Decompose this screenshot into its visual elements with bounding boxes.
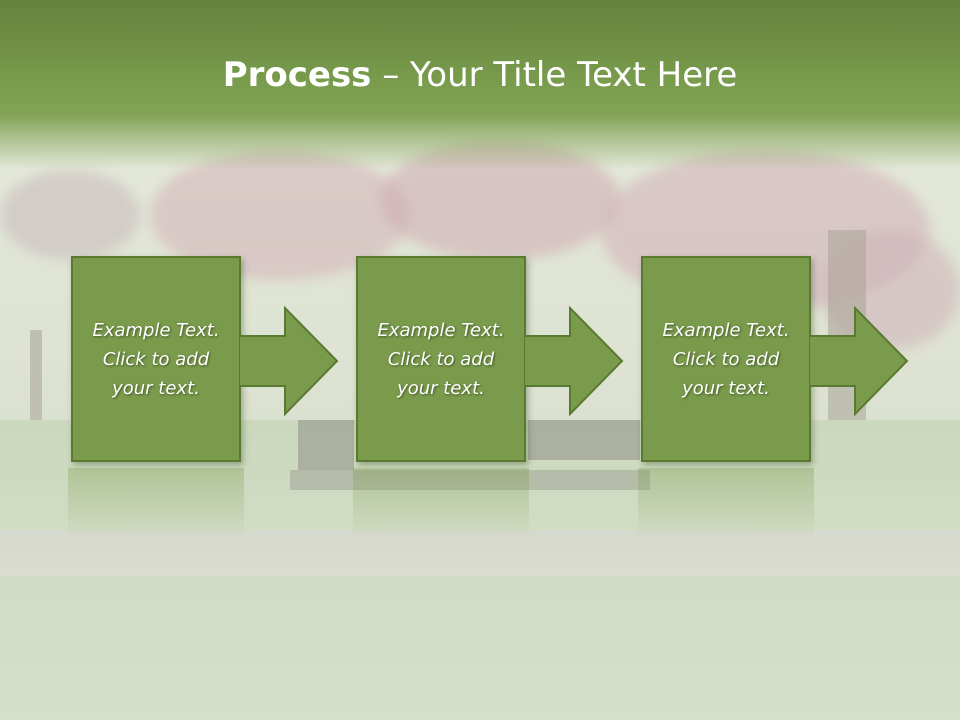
step-text-line: Click to add [387,348,495,370]
step-text-line: your text. [397,377,485,399]
step-box[interactable]: Example Text. Click to add your text. [356,256,526,462]
slide-title[interactable]: Process – Your Title Text Here [0,52,960,98]
step-text-line: your text. [112,377,200,399]
step-text-line: Example Text. [662,319,790,341]
step-text-line: Example Text. [377,319,505,341]
title-bar [0,0,960,170]
step-text-line: Click to add [102,348,210,370]
step-box[interactable]: Example Text. Click to add your text. [641,256,811,462]
arrow-right-icon [809,306,909,416]
step-reflection [353,468,529,538]
title-bold: Process [222,55,372,95]
process-step-3: Example Text. Click to add your text. [641,256,931,468]
step-text-line: Click to add [672,348,780,370]
step-text-line: Example Text. [92,319,220,341]
step-text-line: your text. [682,377,770,399]
arrow-right-icon [239,306,339,416]
process-step-1: Example Text. Click to add your text. [71,256,361,468]
process-step-2: Example Text. Click to add your text. [356,256,646,468]
step-reflection [68,468,244,538]
title-rest: – Your Title Text Here [371,55,738,95]
step-reflection [638,468,814,538]
step-box[interactable]: Example Text. Click to add your text. [71,256,241,462]
arrow-right-icon [524,306,624,416]
